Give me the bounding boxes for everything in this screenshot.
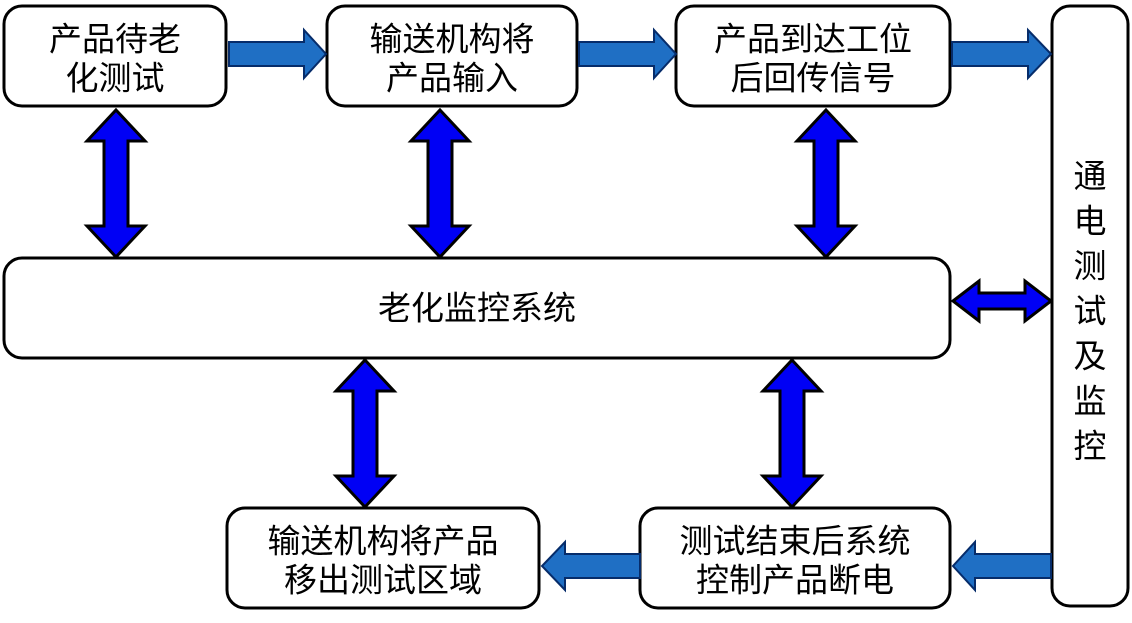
node-power-test-monitor-char-4: 试 xyxy=(1074,292,1107,331)
flow-arrow-power-test-to-power-off xyxy=(951,539,1052,593)
node-conveyor-output: 输送机构将产品 移出测试区域 xyxy=(225,506,541,610)
node-power-test-monitor-char-7: 控 xyxy=(1074,427,1107,466)
node-power-test-monitor-char-2: 电 xyxy=(1074,202,1107,241)
link-arrow-input-monitor xyxy=(407,107,473,260)
node-station-signal: 产品到达工位 后回传信号 xyxy=(674,4,952,108)
node-conveyor-input: 输送机构将 产品输入 xyxy=(325,4,579,108)
node-station-signal-line-2: 后回传信号 xyxy=(731,59,896,98)
flow-arrow-wait-to-input xyxy=(228,27,328,81)
node-power-test-monitor: 通 电 测 试 及 监 控 xyxy=(1050,4,1130,608)
node-power-test-monitor-char-5: 及 xyxy=(1074,337,1107,376)
node-power-off-line-2: 控制产品断电 xyxy=(696,561,894,600)
node-power-off: 测试结束后系统 控制产品断电 xyxy=(638,506,952,610)
node-station-signal-line-1: 产品到达工位 xyxy=(714,20,912,59)
node-power-test-monitor-char-6: 监 xyxy=(1074,382,1107,421)
link-arrow-monitor-output xyxy=(332,357,398,510)
link-arrow-monitor-power-test xyxy=(950,277,1054,325)
link-arrow-signal-monitor xyxy=(793,107,859,260)
node-power-test-monitor-char-1: 通 xyxy=(1074,157,1107,196)
flow-arrow-signal-to-power-test xyxy=(951,27,1053,81)
node-conveyor-output-line-1: 输送机构将产品 xyxy=(268,522,499,561)
node-power-test-monitor-char-3: 测 xyxy=(1074,247,1107,286)
node-aging-wait-line-1: 产品待老 xyxy=(49,20,181,59)
node-power-off-line-1: 测试结束后系统 xyxy=(680,522,911,561)
node-conveyor-input-line-1: 输送机构将 xyxy=(370,20,535,59)
node-aging-monitor-system-label: 老化监控系统 xyxy=(378,289,576,328)
flow-arrow-input-to-signal xyxy=(578,27,678,81)
node-conveyor-output-line-2: 移出测试区域 xyxy=(284,561,482,600)
flow-arrow-power-off-to-output xyxy=(540,539,641,593)
node-aging-monitor-system: 老化监控系统 xyxy=(2,256,952,360)
node-conveyor-input-line-2: 产品输入 xyxy=(386,59,518,98)
node-aging-wait-line-2: 化测试 xyxy=(66,59,165,98)
link-arrow-monitor-power-off xyxy=(759,357,825,510)
link-arrow-wait-monitor xyxy=(83,107,149,260)
node-aging-wait: 产品待老 化测试 xyxy=(2,4,228,108)
